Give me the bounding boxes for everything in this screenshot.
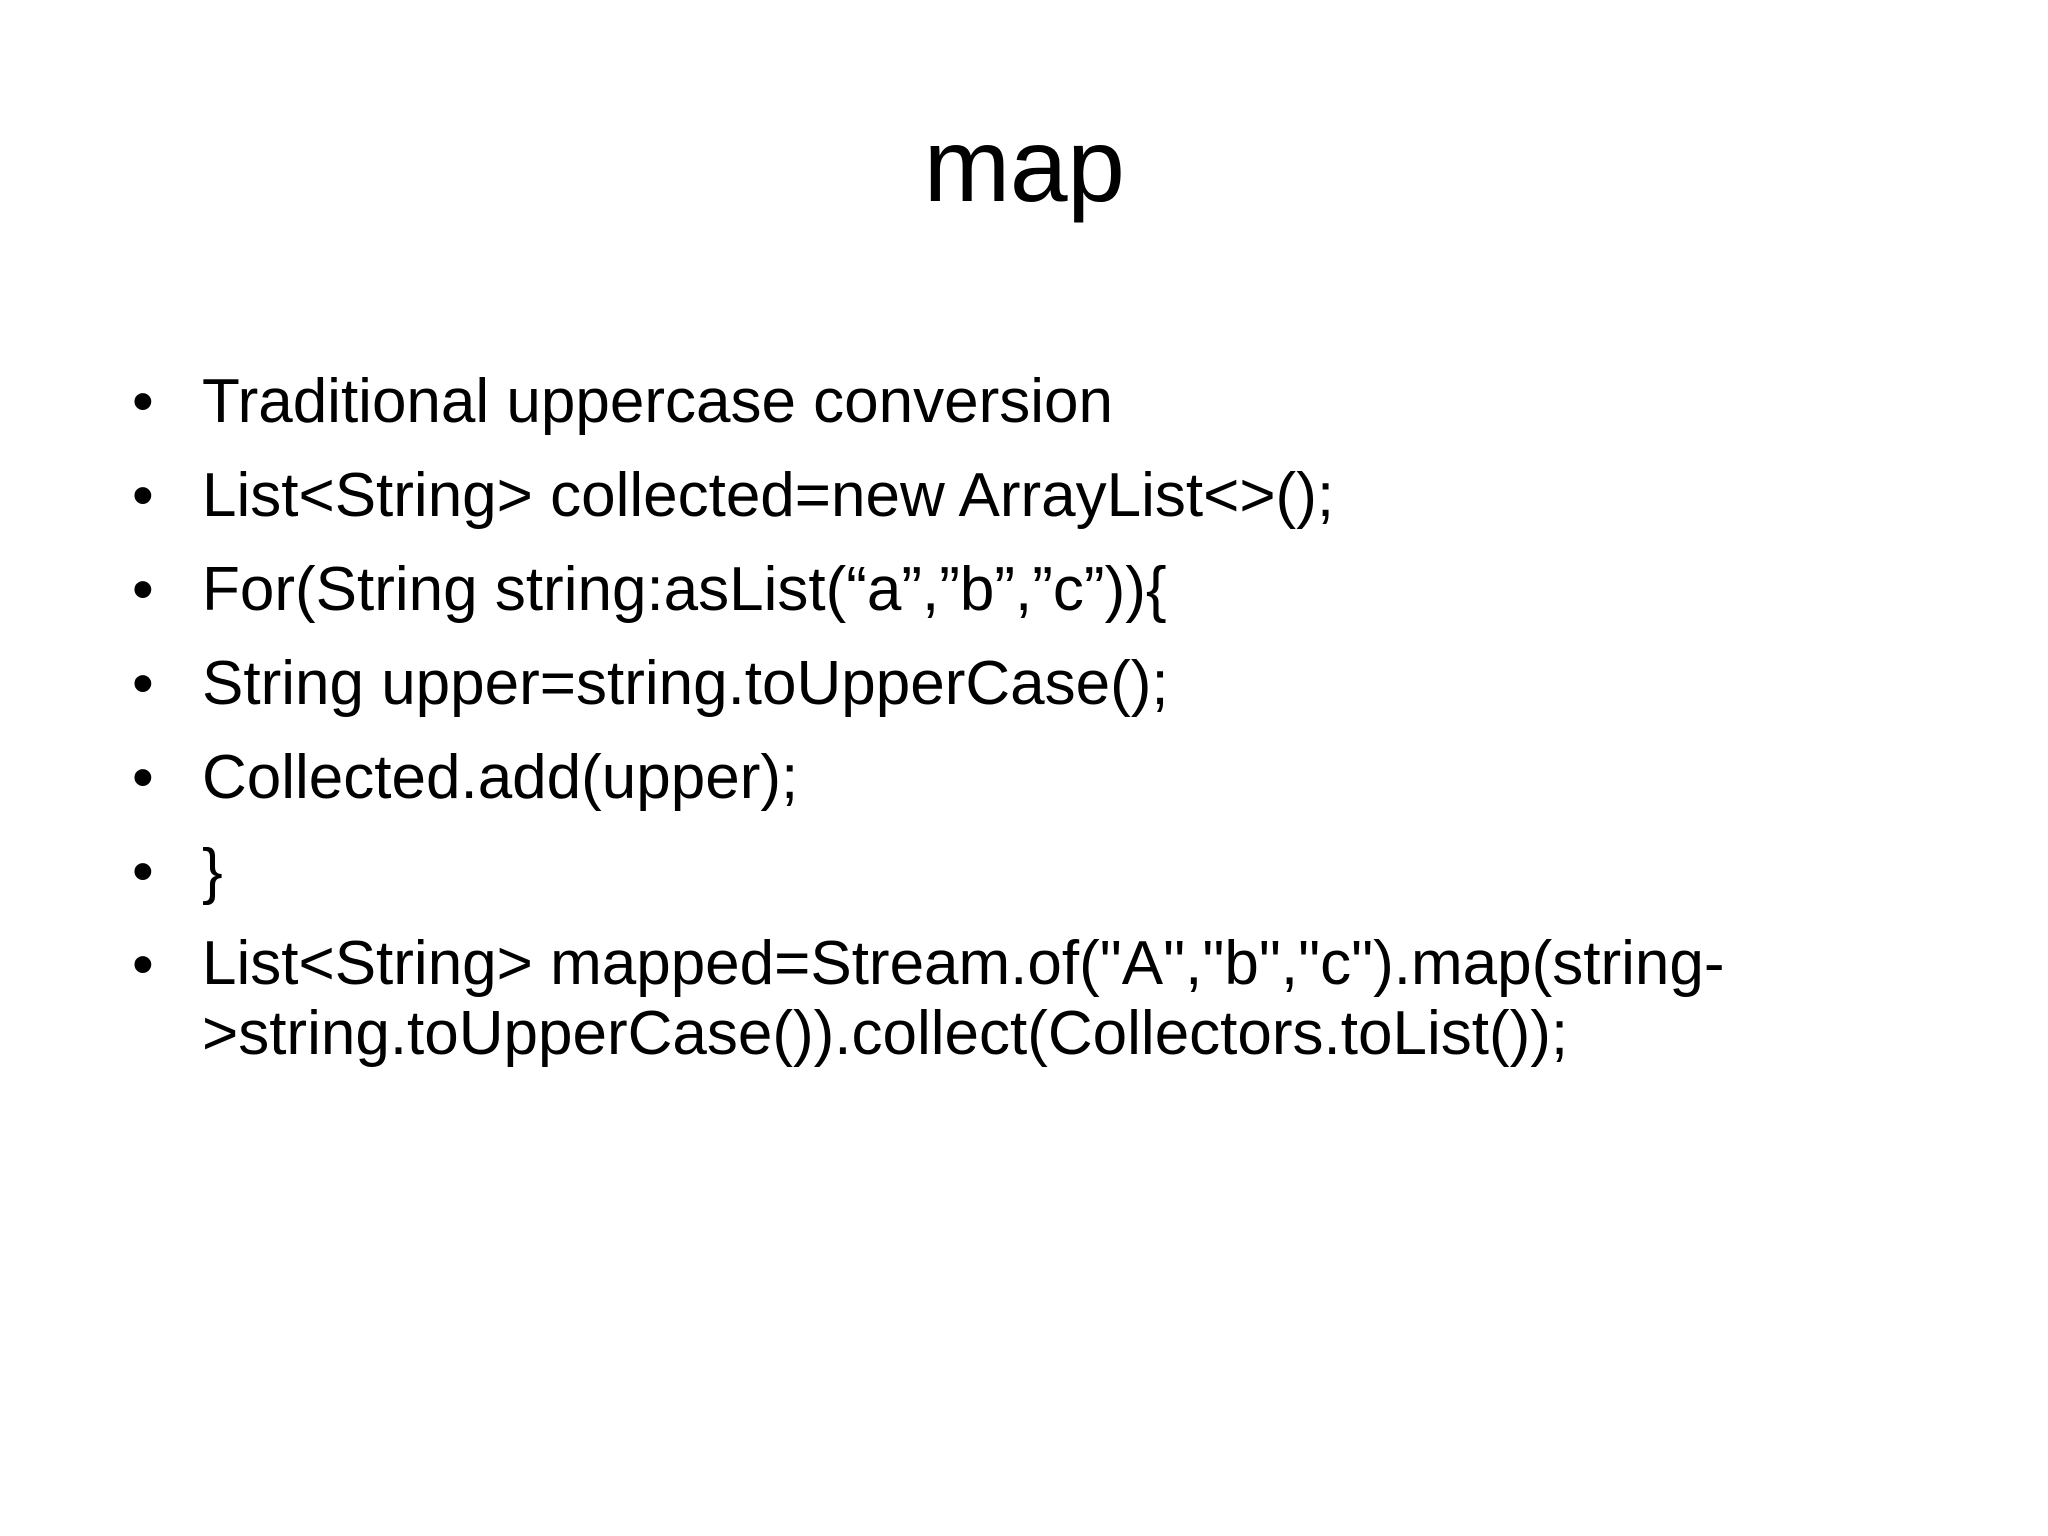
- bullet-marker-icon: •: [132, 367, 154, 436]
- bullet-text: Traditional uppercase conversion: [202, 367, 1113, 436]
- slide-title: map: [923, 108, 1125, 224]
- bullet-text: List<String> mapped=Stream.of("A","b","c…: [202, 929, 1725, 1068]
- bullet-item: • Traditional uppercase conversion: [120, 366, 1970, 438]
- bullet-item: • }: [120, 836, 1970, 908]
- bullet-marker-icon: •: [132, 554, 154, 624]
- bullet-item: • For(String string:asList(“a”,”b”,”c”))…: [120, 554, 1970, 626]
- bullet-text: List<String> collected=new ArrayList<>()…: [202, 460, 1335, 530]
- bullet-item: • List<String> mapped=Stream.of("A","b",…: [120, 929, 1792, 1068]
- bullet-text: For(String string:asList(“a”,”b”,”c”)){: [202, 554, 1167, 624]
- bullet-item: • List<String> collected=new ArrayList<>…: [120, 460, 1970, 532]
- bullet-text: }: [202, 836, 223, 906]
- bullet-text: Collected.add(upper);: [202, 742, 799, 812]
- bullet-marker-icon: •: [132, 460, 154, 530]
- bullet-marker-icon: •: [132, 742, 154, 812]
- bullet-marker-icon: •: [132, 836, 154, 906]
- bullet-marker-icon: •: [132, 930, 154, 1000]
- bullet-marker-icon: •: [132, 648, 154, 718]
- bullet-item: • Collected.add(upper);: [120, 742, 1970, 814]
- slide-body-bullet-list: • Traditional uppercase conversion • Lis…: [120, 366, 1970, 1068]
- bullet-text: String upper=string.toUpperCase();: [202, 648, 1169, 718]
- bullet-item: • String upper=string.toUpperCase();: [120, 648, 1970, 720]
